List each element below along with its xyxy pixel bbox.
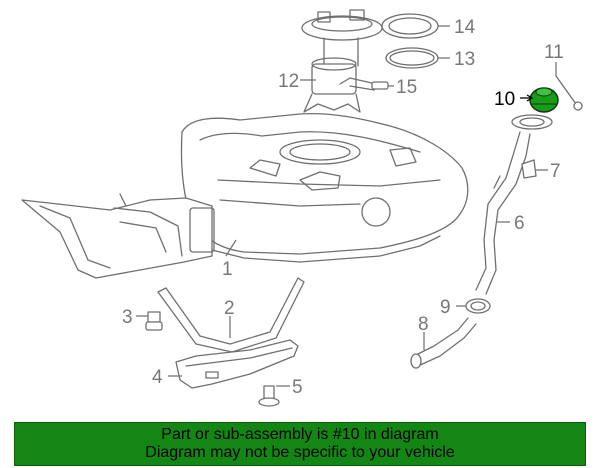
callout-5: 5: [292, 377, 303, 398]
part-5-fastener: [258, 385, 280, 407]
callout-leaders: [136, 25, 557, 387]
part-6-filler-tube: [475, 114, 553, 295]
callout-12: 12: [278, 71, 299, 92]
part-12-fuel-pump-module: [301, 9, 383, 113]
callout-8: 8: [418, 314, 429, 335]
callout-7: 7: [550, 161, 561, 182]
part-10-fuel-cap: [529, 87, 559, 113]
callout-9: 9: [440, 297, 451, 318]
caption-line-2: Diagram may not be specific to your vehi…: [145, 444, 455, 461]
callout-numbers: 1 2 3 4 5 6 7 8 9 10 11 12 13 14 15: [122, 17, 564, 398]
callout-4: 4: [152, 367, 163, 388]
caption-banner: Part or sub-assembly is #10 in diagram D…: [14, 422, 586, 466]
heat-shield: [21, 193, 215, 279]
part-13-seal: [385, 47, 439, 69]
part-8-hose: [410, 317, 477, 369]
callout-6: 6: [514, 213, 525, 234]
callout-1: 1: [222, 259, 233, 280]
part-15-pump-fitting: [371, 81, 389, 90]
part-14-lock-ring: [381, 13, 439, 39]
callout-10: 10: [494, 89, 515, 110]
caption-line-1: Part or sub-assembly is #10 in diagram: [161, 426, 439, 443]
parts-diagram: 1 2 3 4 5 6 7 8 9 10 11 12 13 14 15: [21, 9, 583, 407]
part-2-tank-strap: [157, 277, 305, 353]
callout-11: 11: [544, 42, 564, 63]
callout-2: 2: [224, 298, 235, 319]
callout-3: 3: [122, 307, 133, 328]
part-1-fuel-tank: [180, 112, 469, 263]
part-4-bracket: [175, 339, 299, 389]
callout-15: 15: [396, 77, 417, 98]
part-9-clamp: [465, 298, 491, 314]
callout-13: 13: [454, 49, 475, 70]
callout-14: 14: [454, 17, 476, 38]
part-11-tether: [555, 75, 583, 111]
part-3-bolt: [145, 311, 163, 331]
part-7-clip: [521, 159, 537, 179]
